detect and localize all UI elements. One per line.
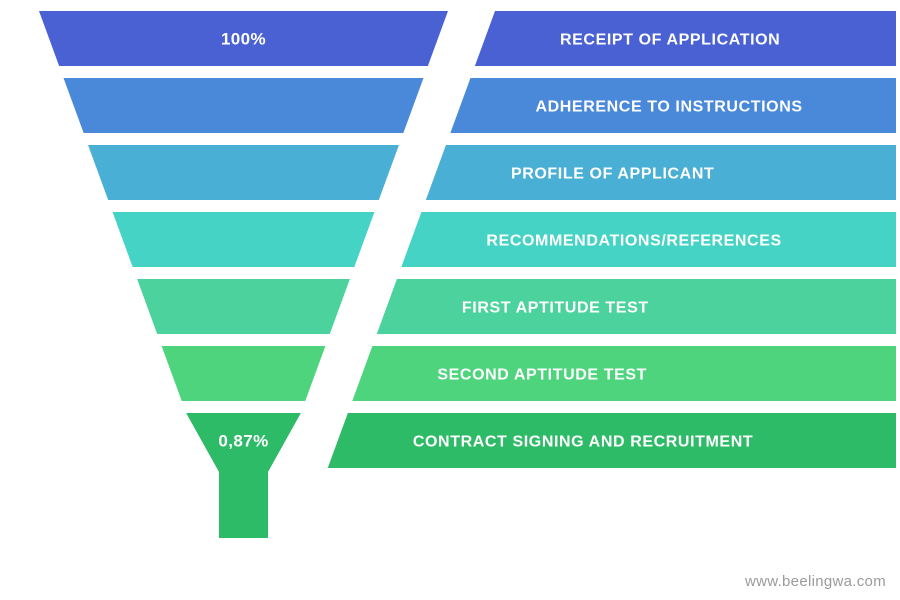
stage-label-2: ADHERENCE TO INSTRUCTIONS [535,99,802,116]
stage-label-1: RECEIPT OF APPLICATION [560,32,780,49]
stage-label-bar-7 [327,413,896,468]
stage-label-bar-6 [352,346,896,401]
funnel-segment-2 [63,78,424,133]
funnel-segment-6 [161,346,326,401]
funnel-segment-3 [88,145,399,200]
stage-label-bar-4 [401,212,896,267]
funnel-segment-1 [39,11,448,66]
stage-label-6: SECOND APTITUDE TEST [437,367,647,384]
stage-label-bar-3 [425,145,896,200]
stage-label-3: PROFILE OF APPLICANT [511,166,714,183]
funnel-segment-4 [112,212,375,267]
stage-label-7: CONTRACT SIGNING AND RECRUITMENT [413,434,753,451]
stage-value-1: 100% [221,30,266,49]
stage-label-4: RECOMMENDATIONS/REFERENCES [486,233,781,250]
funnel-segment-5 [137,279,350,334]
stage-label-bar-1 [474,11,896,66]
stage-label-bar-2 [450,78,896,133]
funnel-segment-7 [186,413,301,538]
stage-value-7: 0,87% [218,432,268,451]
stage-label-5: FIRST APTITUDE TEST [462,300,649,317]
website-url: www.beelingwa.com [745,573,886,590]
stage-label-bar-5 [376,279,897,334]
